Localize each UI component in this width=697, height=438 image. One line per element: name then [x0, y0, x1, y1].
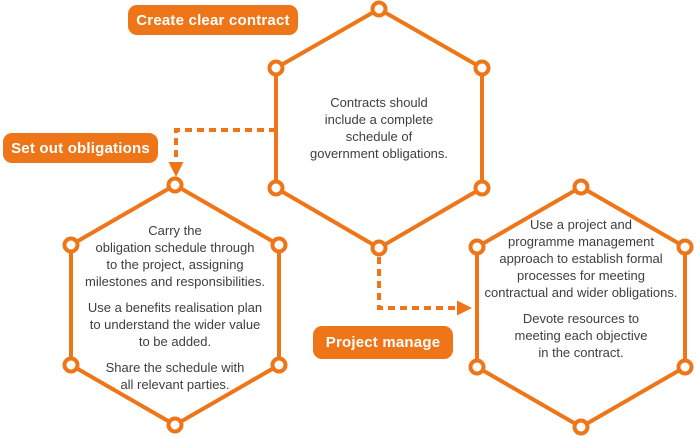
paragraph: Contracts should include a complete sche…	[309, 95, 449, 161]
label-project-manage: Project manage	[313, 326, 453, 359]
vertex-node	[676, 238, 694, 256]
vertex-node	[473, 59, 491, 77]
vertex-node	[270, 236, 288, 254]
paragraph: Carry the obligation schedule through to…	[85, 223, 265, 289]
vertex-node	[166, 176, 184, 194]
vertex-node	[676, 358, 694, 376]
obligations-hexagon-text: Carry the obligation schedule through to…	[58, 222, 292, 393]
label-set-out-obligations: Set out obligations	[3, 133, 158, 163]
project-hexagon-text: Use a project and programme management a…	[464, 216, 697, 361]
dashed-arrow-to-project	[377, 257, 472, 316]
dashed-connector	[174, 128, 276, 162]
arrowhead-right-icon	[457, 300, 472, 316]
vertex-node	[370, 239, 388, 257]
project-hexagon	[468, 178, 694, 436]
vertex-node	[267, 179, 285, 197]
vertex-node	[166, 416, 184, 434]
paragraph: Use a benefits realisation plan to under…	[87, 300, 263, 349]
vertex-node	[370, 0, 388, 18]
contract-hexagon-text: Contracts should include a complete sche…	[276, 94, 482, 162]
label-create-clear-contract: Create clear contract	[128, 5, 298, 35]
contract-hexagon	[267, 0, 491, 257]
vertex-node	[267, 59, 285, 77]
arrowhead-down-icon	[168, 162, 184, 177]
vertex-node	[62, 356, 80, 374]
vertex-node	[572, 418, 590, 436]
obligations-hexagon	[62, 176, 288, 434]
vertex-node	[572, 178, 590, 196]
vertex-node	[270, 356, 288, 374]
vertex-node	[468, 358, 486, 376]
paragraph: Share the schedule with all relevant par…	[105, 360, 245, 392]
vertex-node	[468, 238, 486, 256]
vertex-node	[473, 179, 491, 197]
paragraph: Use a project and programme management a…	[484, 217, 678, 300]
vertex-node	[62, 236, 80, 254]
paragraph: Devote resources to meeting each objecti…	[514, 311, 648, 360]
dashed-connector	[377, 257, 457, 310]
dashed-arrow-to-obligations	[168, 128, 276, 177]
